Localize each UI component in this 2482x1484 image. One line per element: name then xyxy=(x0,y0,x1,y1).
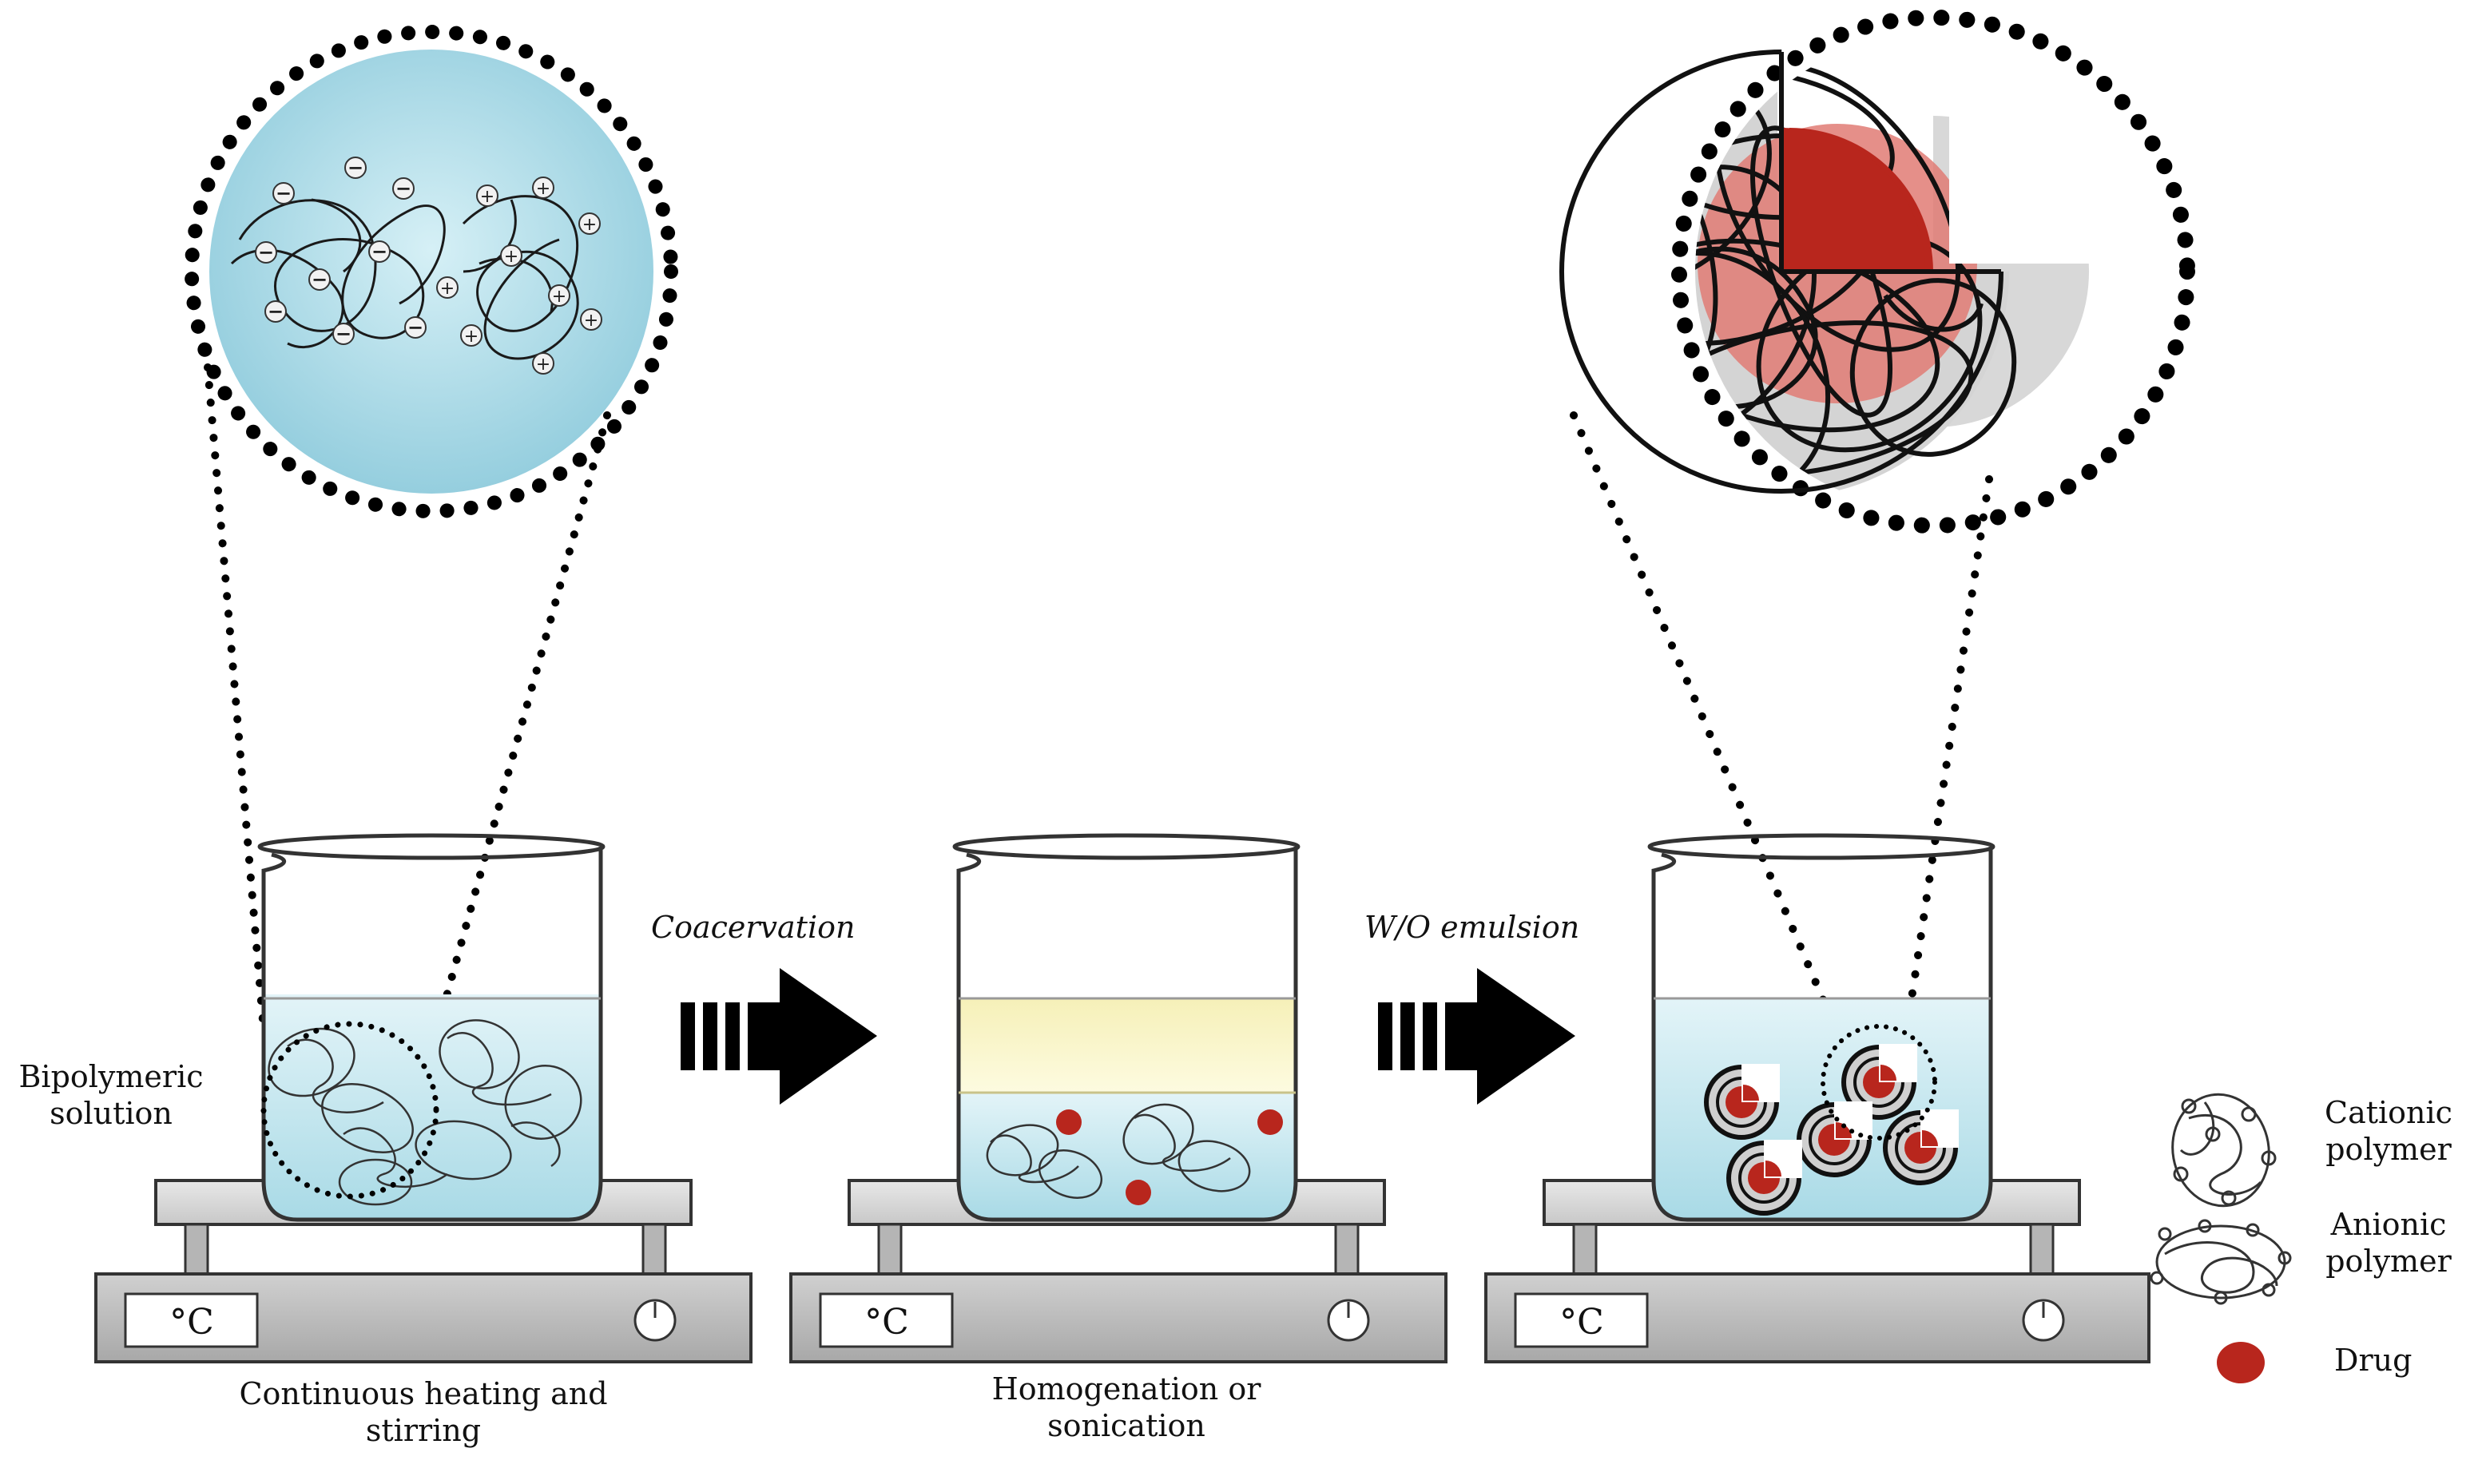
step1-caption: Continuous heating and stirring xyxy=(239,1376,608,1448)
temp-unit-3: °C xyxy=(1559,1302,1604,1343)
svg-text:−: − xyxy=(395,177,411,200)
svg-text:+: + xyxy=(582,215,597,235)
svg-text:+: + xyxy=(440,279,455,299)
coacervation-label: Coacervation xyxy=(651,910,856,945)
svg-text:−: − xyxy=(336,323,351,345)
microparticles xyxy=(1704,1044,1959,1216)
legend-anionic-label: Anionic polymer xyxy=(2325,1207,2452,1279)
beaker-2 xyxy=(952,833,1301,1222)
zoom-leader-lines-3 xyxy=(1570,411,1993,1018)
legend-cationic-icon xyxy=(2171,1093,2277,1208)
svg-text:−: − xyxy=(312,268,328,291)
wo-emulsion-label: W/O emulsion xyxy=(1364,910,1580,945)
arrow-coacervation xyxy=(681,968,877,1105)
beaker-3 xyxy=(1647,833,1996,1222)
step2-caption: Homogenation or sonication xyxy=(991,1371,1261,1443)
svg-text:−: − xyxy=(268,300,284,323)
temp-unit-1: °C xyxy=(169,1302,214,1343)
arrow-emulsion xyxy=(1378,968,1575,1105)
svg-text:+: + xyxy=(504,247,518,267)
legend-cationic-label: Cationic polymer xyxy=(2325,1095,2452,1167)
bipolymeric-solution-label: Bipolymeric solution xyxy=(18,1059,204,1131)
svg-text:+: + xyxy=(464,327,479,347)
zoom-leader-lines-1 xyxy=(204,363,611,1034)
svg-text:+: + xyxy=(584,311,598,331)
svg-text:+: + xyxy=(536,355,550,375)
legend-drug-icon xyxy=(2217,1342,2265,1383)
legend-anionic-icon xyxy=(2150,1219,2292,1305)
zoom-circle-polymers: − − − − − − − − − + + + + + + + + + xyxy=(185,25,678,518)
svg-text:+: + xyxy=(480,187,494,207)
svg-text:−: − xyxy=(371,240,387,263)
zoom-circle-microparticle xyxy=(1559,10,2195,534)
svg-text:−: − xyxy=(407,316,423,339)
svg-text:−: − xyxy=(258,241,274,264)
svg-text:−: − xyxy=(276,182,292,204)
legend-drug-label: Drug xyxy=(2334,1343,2413,1378)
svg-text:+: + xyxy=(552,287,566,307)
svg-text:−: − xyxy=(347,157,363,179)
svg-text:+: + xyxy=(536,179,550,199)
temp-unit-2: °C xyxy=(864,1302,909,1343)
beaker-1 xyxy=(257,833,606,1222)
